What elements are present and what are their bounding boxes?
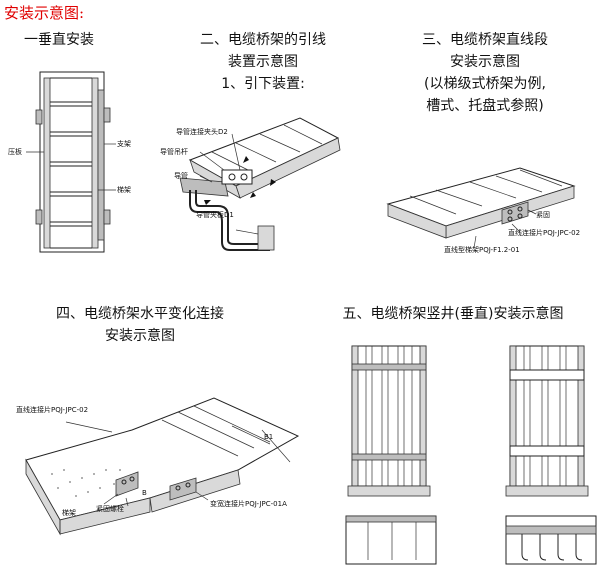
label-conduit-clamp-d2: 导管连接夹头D2 xyxy=(176,128,228,136)
section3-title-line3: (以梯级式桥架为例, xyxy=(424,76,546,92)
label-bracket: 支架 xyxy=(117,140,131,148)
label-straight-ladder: 直线型梯架PQJ-F1.2-01 xyxy=(444,246,520,254)
straight-ladder-drawing xyxy=(386,167,576,249)
label-straight-plate: 直线连接片PQJ-JPC-02 xyxy=(508,229,581,237)
section3-title-line2: 安装示意图 xyxy=(450,54,520,70)
label-conduit-rod: 导管吊杆 xyxy=(160,148,188,156)
label-variable-plate: 变宽连接片PQJ-JPC-01A xyxy=(210,500,287,508)
label-bolt: 紧固螺栓 xyxy=(96,505,124,513)
section5-title: 五、电缆桥架竖井(垂直)安装示意图 xyxy=(342,306,564,322)
label-ladder: 梯架 xyxy=(117,186,131,194)
section2-title-line1: 二、电缆桥架的引线 xyxy=(200,32,326,48)
section3-title-line4: 槽式、托盘式参照) xyxy=(426,98,544,114)
page-header: 安装示意图: xyxy=(4,4,85,22)
horizontal-variable-connection-drawing xyxy=(25,397,300,536)
label-b1: B1 xyxy=(264,433,274,441)
section3-title-line1: 三、电缆桥架直线段 xyxy=(422,32,548,48)
section4-title-line2: 安装示意图 xyxy=(105,328,175,344)
label-conduit: 导管 xyxy=(174,172,188,180)
label-conduit-clamp-d1: 导管夹板D1 xyxy=(196,211,234,219)
label-s4-straight-plate: 直线连接片PQJ-JPC-02 xyxy=(16,406,89,414)
section4-title-line1: 四、电缆桥架水平变化连接 xyxy=(56,306,224,322)
section2-title-line3: 1、引下装置: xyxy=(221,76,305,92)
lead-down-device-drawing xyxy=(179,117,341,251)
vertical-ladder-drawing xyxy=(26,71,116,253)
label-s4-ladder: 梯架 xyxy=(62,509,76,517)
label-b: B xyxy=(142,489,147,497)
label-fastener: 紧固 xyxy=(536,211,550,219)
section1-title: 一垂直安装 xyxy=(24,32,94,48)
shaft-installation-drawing xyxy=(345,345,597,565)
section2-title-line2: 装置示意图 xyxy=(228,54,298,70)
label-pressure-plate: 压板 xyxy=(8,148,22,156)
